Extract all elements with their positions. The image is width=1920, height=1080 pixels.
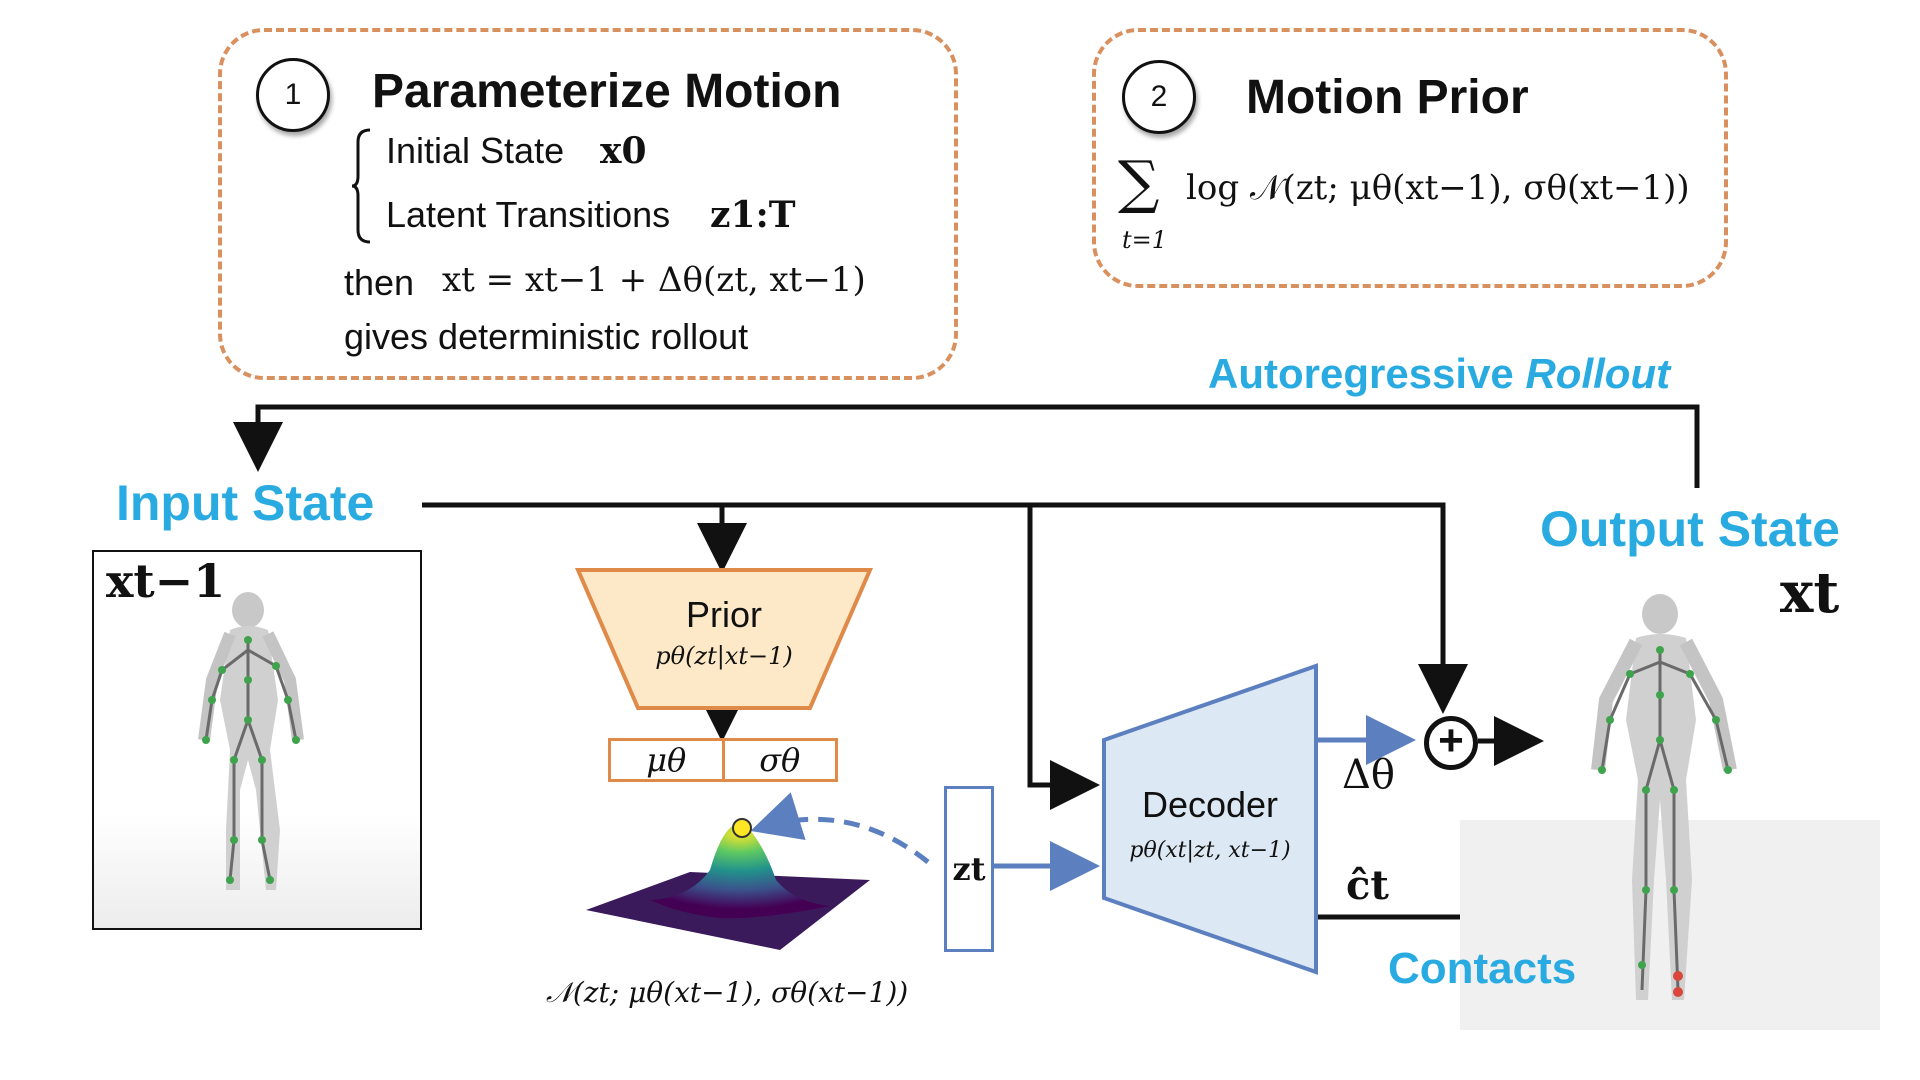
rollout-word: Rollout: [1525, 350, 1671, 397]
input-state-label: Input State: [116, 475, 375, 531]
decoder-block: [1102, 663, 1318, 975]
prior-title: Prior: [685, 594, 762, 635]
log-likelihood: log 𝒩(zt; μθ(xt−1), σθ(xt−1)): [1186, 168, 1690, 208]
prior-block: [574, 568, 874, 710]
input-to-decoder-arrow: [1027, 505, 1100, 810]
panel1-title: Parameterize Motion: [372, 65, 842, 118]
latent-transitions-symbol: z1:T: [710, 194, 796, 236]
autoregressive-rollout-label: Autoregressive Rollout: [1208, 350, 1670, 398]
update-equation: xt = xt−1 + Δθ(zt, xt−1): [442, 260, 866, 300]
latent-transitions-label: Latent Transitions: [386, 194, 671, 235]
panel-motion-prior: [1092, 28, 1728, 288]
decoder-formula: pθ(xt|zt, xt−1): [1129, 838, 1291, 863]
gaussian-surface-image: [586, 818, 870, 950]
gaussian-caption: 𝒩(zt; μθ(xt−1), σθ(xt−1)): [546, 976, 909, 1009]
input-figure-image: [198, 592, 304, 890]
output-state-label: Output State: [1540, 501, 1840, 557]
latent-z-symbol: zt: [952, 850, 986, 888]
contacts-symbol: ĉt: [1346, 862, 1389, 909]
step-number-2: 2: [1122, 60, 1196, 134]
autoregressive-label: Autoregressive: [1208, 350, 1526, 397]
panel-parameterize-motion: [218, 28, 958, 380]
plus-icon: +: [1424, 716, 1478, 770]
sum-index: t=1: [1122, 226, 1168, 254]
initial-state-symbol: x0: [600, 130, 647, 172]
delta-theta-symbol: Δθ: [1342, 752, 1395, 798]
contacts-label: Contacts: [1388, 944, 1577, 993]
then-label: then: [344, 262, 415, 303]
autoregressive-loop-arrow: [233, 404, 1700, 488]
input-state-line: [422, 502, 1468, 714]
output-state-symbol: xt: [1780, 560, 1840, 626]
sigma-param: σθ: [759, 741, 801, 779]
rollout-label: gives deterministic rollout: [344, 316, 749, 357]
prior-formula: pθ(zt|xt−1): [655, 642, 793, 670]
mu-param: μθ: [611, 741, 725, 779]
step-number-1-label: 1: [284, 78, 302, 111]
initial-state-label: Initial State: [386, 130, 565, 171]
input-state-symbol: xt−1: [106, 554, 226, 608]
sample-dashed-arrow: [750, 792, 930, 864]
brace-icon: [351, 128, 371, 244]
plus-sign: +: [1438, 716, 1464, 765]
panel2-title: Motion Prior: [1246, 71, 1529, 124]
step-number-1: 1: [256, 58, 330, 132]
output-figure-image: [1460, 594, 1880, 1030]
sum-symbol: ∑: [1118, 148, 1160, 216]
decoder-title: Decoder: [1141, 784, 1279, 825]
latent-z-box: zt: [944, 786, 994, 952]
step-number-2-label: 2: [1150, 80, 1168, 113]
prior-params-box: μθ σθ: [608, 738, 838, 782]
